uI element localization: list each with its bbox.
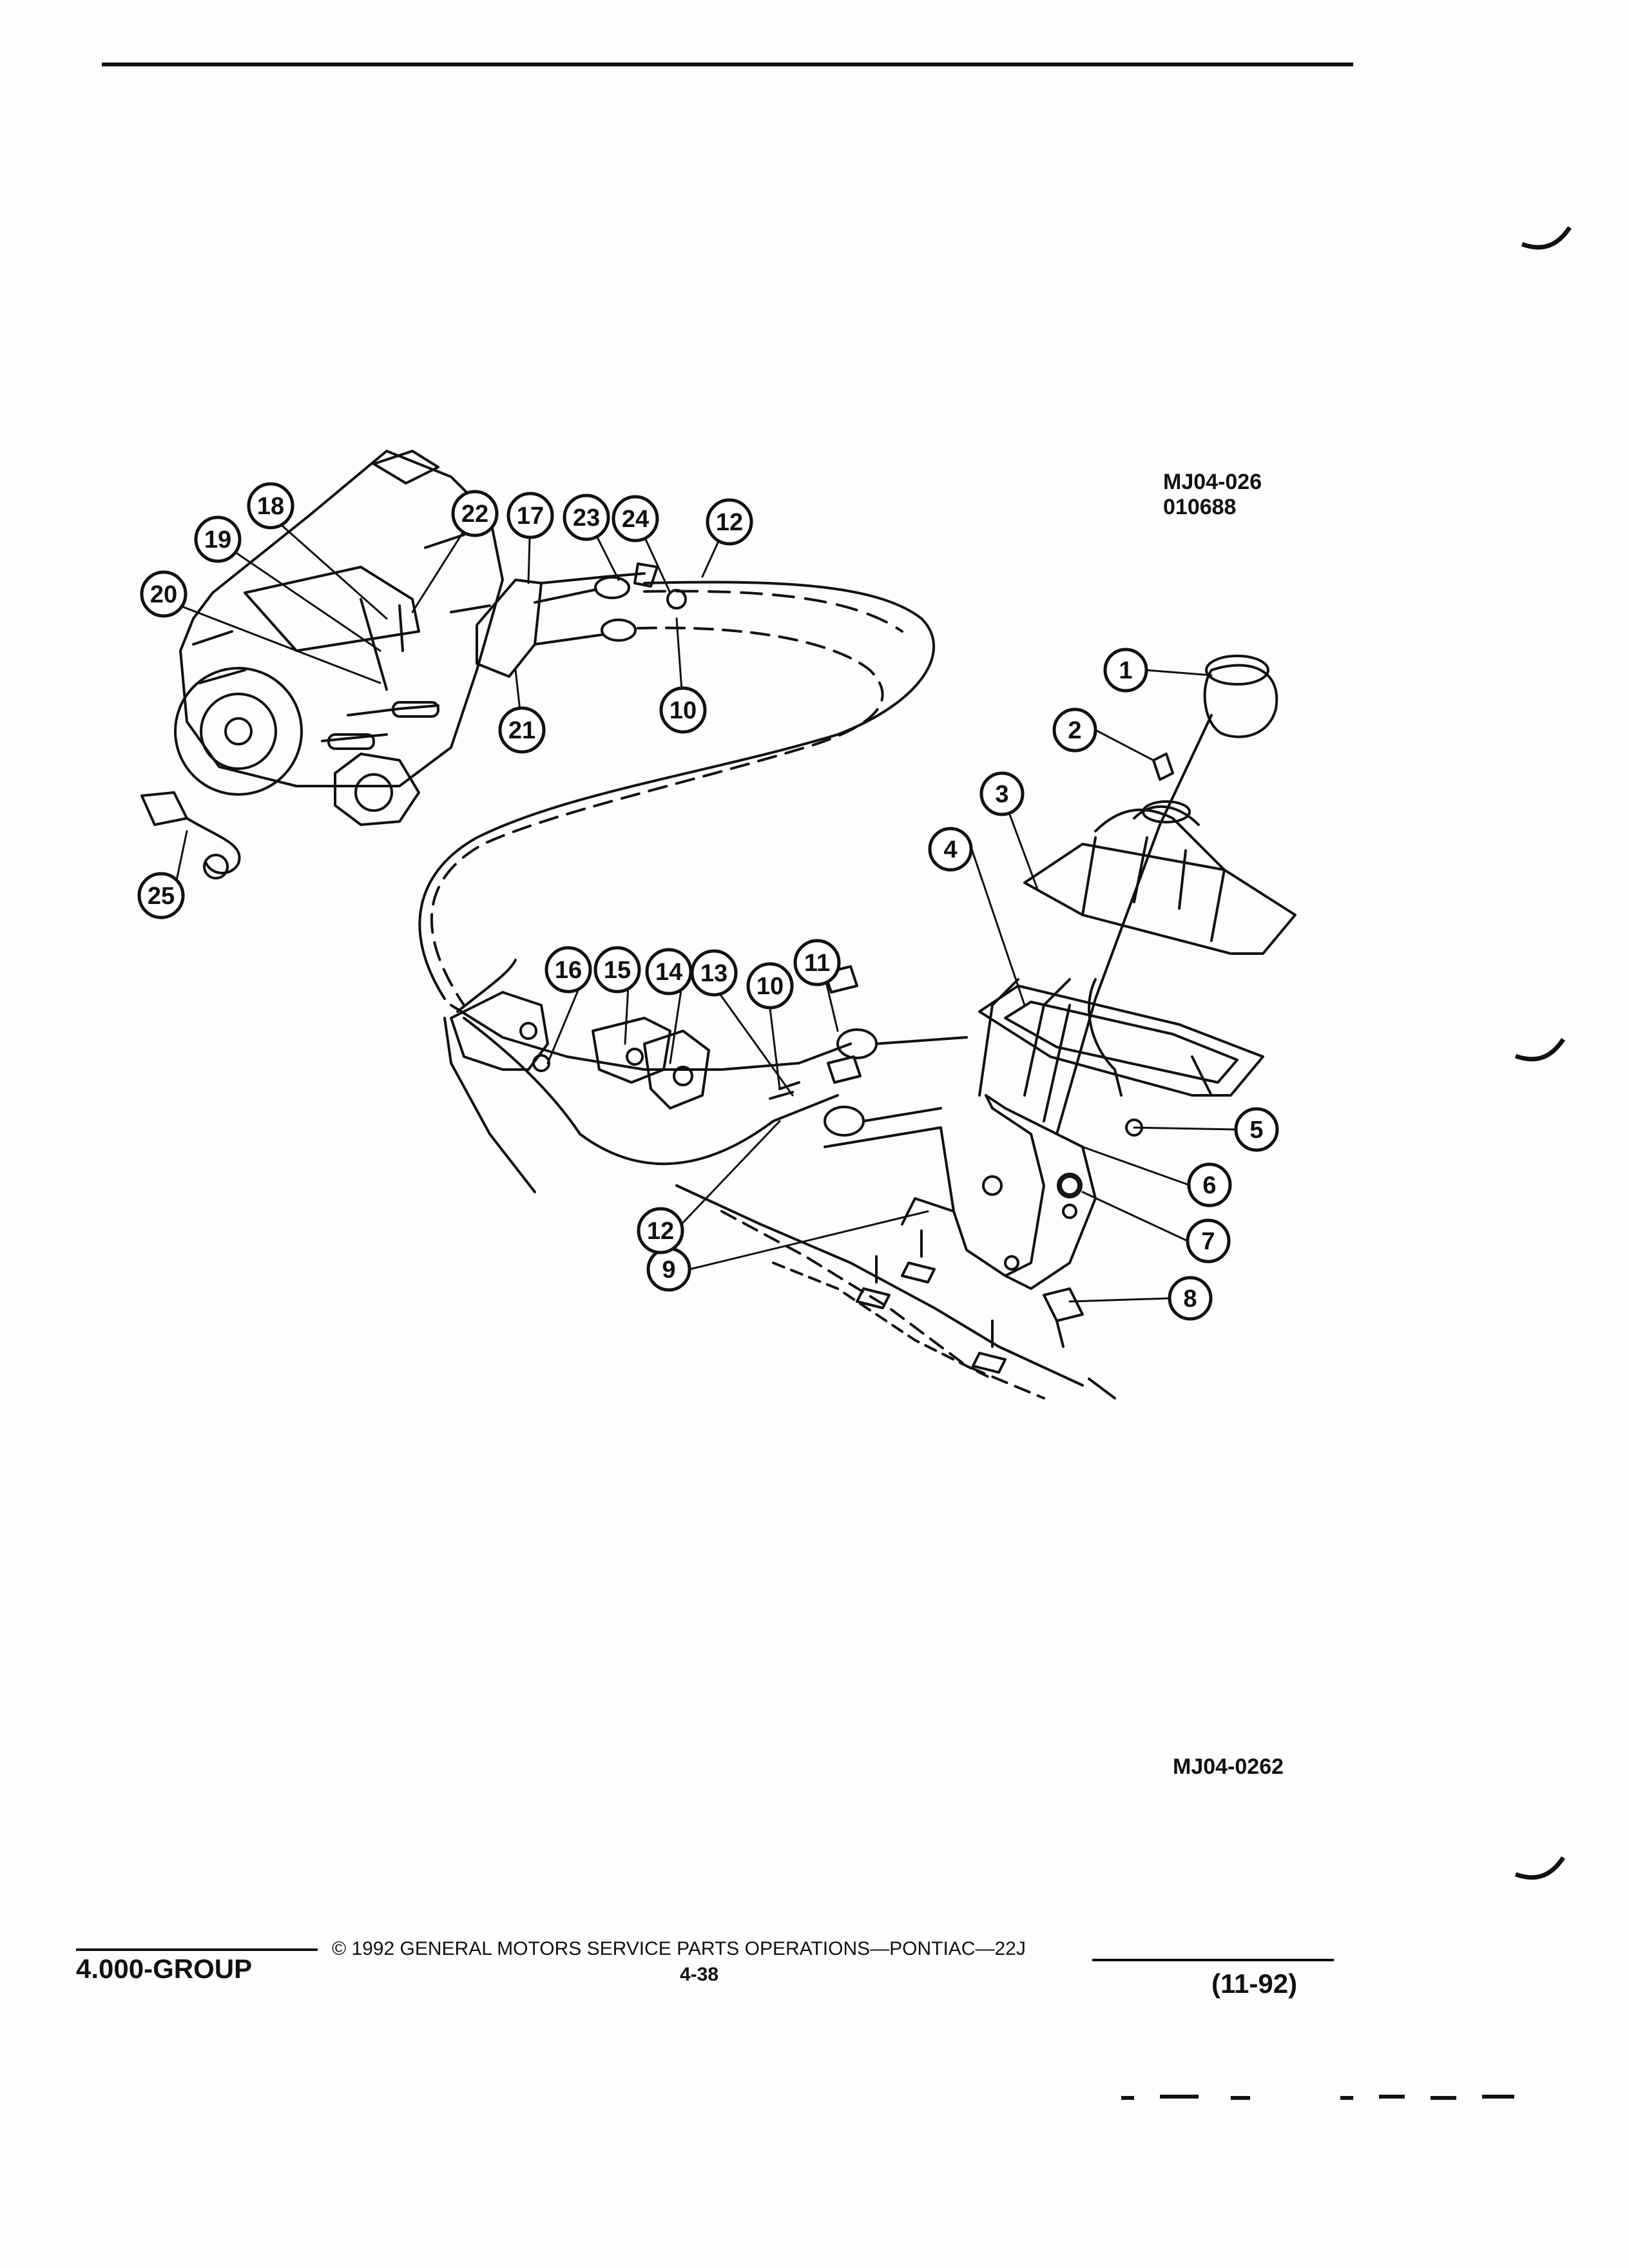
svg-text:17: 17 [517, 503, 544, 530]
callout-12-lower: 12 [637, 1207, 684, 1254]
svg-text:7: 7 [1201, 1228, 1215, 1255]
callout-18: 18 [247, 482, 294, 530]
floor-studs [856, 1229, 1007, 1374]
footer-group-label: 4.000-GROUP [76, 1954, 253, 1984]
binder-mark-bottom [1514, 1856, 1565, 1880]
callout-8: 8 [1168, 1276, 1213, 1321]
floor-tunnel [443, 959, 1116, 1399]
callout-10-lower: 10 [746, 962, 794, 1010]
callout-10-upper: 10 [659, 686, 707, 734]
shifter-base [824, 978, 1097, 1290]
svg-text:6: 6 [1202, 1172, 1216, 1199]
binder-mark-middle [1514, 1038, 1565, 1062]
svg-text:21: 21 [508, 717, 535, 744]
callout-15: 15 [593, 946, 641, 994]
svg-text:23: 23 [573, 505, 600, 532]
cable-bracket-transmission [476, 562, 687, 678]
svg-text:13: 13 [700, 960, 728, 987]
cable-bracket-plates [450, 991, 710, 1110]
svg-text:5: 5 [1249, 1117, 1263, 1144]
binder-mark-top [1521, 226, 1572, 250]
svg-text:15: 15 [604, 957, 631, 984]
svg-text:9: 9 [662, 1256, 675, 1283]
svg-text:22: 22 [461, 501, 488, 528]
svg-text:24: 24 [622, 506, 649, 533]
callout-12-upper: 12 [706, 498, 753, 546]
svg-text:14: 14 [655, 959, 682, 986]
callout-2: 2 [1052, 707, 1097, 753]
svg-text:11: 11 [804, 950, 830, 977]
callout-22: 22 [451, 490, 499, 537]
svg-text:18: 18 [257, 493, 284, 520]
footer-rule-left [76, 1948, 318, 1951]
callout-7: 7 [1186, 1218, 1231, 1264]
callout-14: 14 [645, 948, 693, 995]
svg-text:16: 16 [555, 957, 582, 984]
svg-text:2: 2 [1068, 717, 1081, 744]
callout-20: 20 [140, 570, 188, 618]
svg-text:8: 8 [1183, 1285, 1197, 1312]
svg-text:4: 4 [943, 836, 957, 863]
set-screw [1152, 753, 1174, 781]
callout-24: 24 [612, 495, 659, 543]
scan-artifact-bottom [1121, 2095, 1514, 2100]
callout-21: 21 [498, 706, 546, 754]
svg-text:12: 12 [647, 1218, 674, 1245]
callout-13: 13 [690, 949, 738, 997]
boot-retainer [978, 985, 1264, 1097]
callout-11: 11 [793, 939, 841, 986]
svg-text:20: 20 [150, 581, 177, 608]
svg-text:12: 12 [716, 509, 743, 536]
leader-lines [153, 514, 1237, 1303]
callout-16: 16 [545, 946, 592, 994]
svg-text:1: 1 [1119, 657, 1132, 684]
svg-text:10: 10 [670, 697, 697, 724]
callout-4: 4 [928, 827, 973, 872]
shift-boot [1023, 800, 1296, 955]
svg-text:19: 19 [204, 526, 231, 553]
transmission-assembly [174, 450, 504, 826]
footer-copyright: © 1992 GENERAL MOTORS SERVICE PARTS OPER… [332, 1938, 1026, 1959]
harness-connector [140, 791, 241, 879]
svg-text:3: 3 [995, 781, 1008, 808]
figure-date-code: 010688 [1163, 495, 1237, 519]
svg-text:10: 10 [757, 973, 784, 1000]
figure-ref-code: MJ04-026 [1163, 470, 1262, 494]
figure-bottom-code: MJ04-0262 [1173, 1754, 1284, 1779]
shift-lever [1055, 714, 1213, 1135]
callout-6: 6 [1187, 1162, 1232, 1207]
fasteners [1043, 1119, 1143, 1348]
top-rule [102, 62, 1353, 66]
callout-23: 23 [563, 494, 610, 541]
callout-9: 9 [646, 1247, 691, 1292]
footer-rule-right [1092, 1959, 1334, 1961]
callout-1: 1 [1103, 648, 1148, 693]
callout-17: 17 [506, 492, 554, 539]
footer-page-number: 4-38 [680, 1964, 719, 1985]
callout-25: 25 [137, 872, 185, 919]
shift-cables [418, 581, 935, 1006]
footer-revision-date: (11-92) [1211, 1968, 1298, 1999]
svg-text:25: 25 [148, 883, 175, 910]
cable-ends-lower [450, 965, 968, 1166]
callout-3: 3 [979, 771, 1025, 816]
callout-19: 19 [194, 515, 242, 563]
callouts: 1 2 3 4 5 6 7 8 9 10 10 11 12 12 13 14 1… [137, 482, 1279, 1321]
shift-knob [1203, 655, 1278, 738]
callout-5: 5 [1234, 1107, 1279, 1152]
